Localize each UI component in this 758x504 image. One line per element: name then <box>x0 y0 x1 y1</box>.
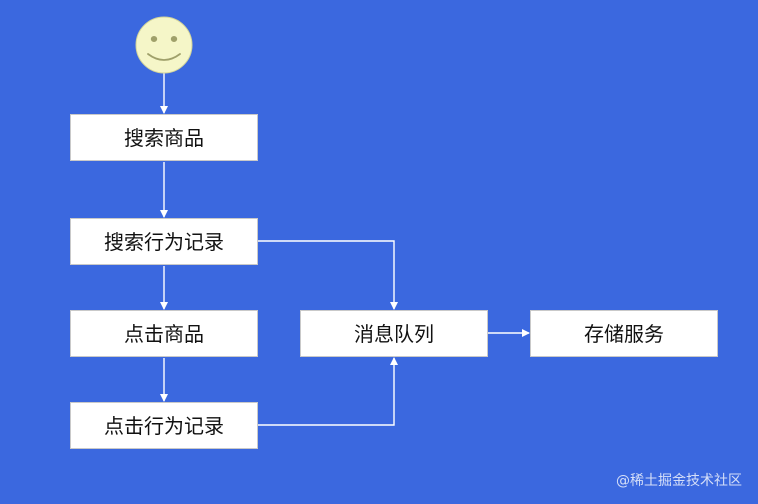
node-storage-service: 存储服务 <box>530 310 718 357</box>
node-search-goods: 搜索商品 <box>70 114 258 161</box>
smiley-face-icon <box>135 16 193 74</box>
connector-search-log-to-queue <box>258 240 398 310</box>
node-message-queue: 消息队列 <box>300 310 488 357</box>
node-click-goods: 点击商品 <box>70 310 258 357</box>
node-search-log: 搜索行为记录 <box>70 218 258 265</box>
node-click-log: 点击行为记录 <box>70 402 258 449</box>
connector-click-log-to-queue <box>258 357 398 426</box>
watermark: @稀土掘金技术社区 <box>616 473 742 489</box>
